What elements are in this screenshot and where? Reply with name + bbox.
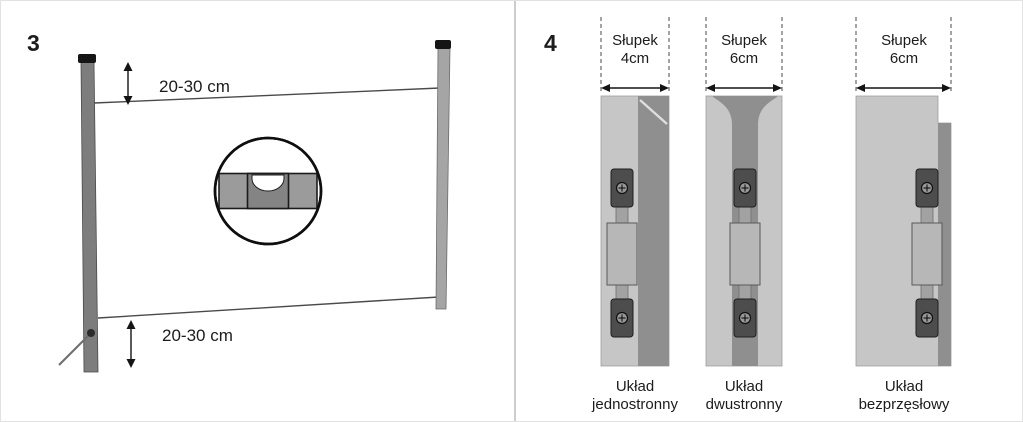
- post-width-value: 4cm: [621, 50, 649, 67]
- post-cap: [435, 40, 451, 49]
- bracket-connector: [606, 222, 638, 286]
- panel-step-3: 3 20-30 cm: [1, 1, 514, 421]
- dimension-label-bottom: 20-30 cm: [162, 326, 233, 345]
- screw-top-icon: [738, 181, 752, 195]
- post-width-label: Słupek: [612, 32, 658, 49]
- screw-top-icon: [615, 181, 629, 195]
- post-width-value: 6cm: [730, 50, 758, 67]
- string-stake: [58, 333, 91, 366]
- screw-bottom-icon: [920, 311, 934, 325]
- screw-bottom-icon: [738, 311, 752, 325]
- level-bubble: [251, 174, 285, 192]
- spirit-level-detail: [213, 136, 323, 246]
- post-body-dark: [638, 96, 669, 366]
- post-diagram-two-sided: Słupek 6cm: [705, 17, 783, 413]
- post-diagram-spanless: Słupek 6cm: [855, 17, 952, 413]
- screw-bottom-icon: [615, 311, 629, 325]
- dimension-label-top: 20-30 cm: [159, 77, 230, 96]
- caption-line2: bezprzęsłowy: [859, 396, 950, 413]
- post-width-label: Słupek: [881, 32, 927, 49]
- bracket-connector: [911, 222, 943, 286]
- post-width-label: Słupek: [721, 32, 767, 49]
- screw-top-icon: [920, 181, 934, 195]
- caption-line1: Układ: [885, 378, 923, 395]
- caption-line1: Układ: [725, 378, 763, 395]
- dimension-arrow-bottom: [126, 320, 136, 368]
- post-cap: [78, 54, 96, 63]
- mounting-bracket-assembly: [911, 168, 943, 338]
- caption-line2: jednostronny: [591, 396, 678, 413]
- mounting-bracket-assembly: [606, 168, 638, 338]
- fence-post-right: [435, 40, 451, 310]
- mounting-bracket-assembly: [729, 168, 761, 338]
- post-top-chamfer: [639, 99, 668, 125]
- step-number-3: 3: [27, 30, 40, 56]
- caption-line1: Układ: [616, 378, 654, 395]
- bracket-connector: [729, 222, 761, 286]
- fence-post-left: [58, 54, 99, 373]
- string-knot: [87, 329, 95, 337]
- width-dimension-arrow: [601, 84, 669, 92]
- dimension-arrow-top: [123, 62, 133, 105]
- post-body-dark: [938, 123, 951, 366]
- caption-line2: dwustronny: [706, 396, 783, 413]
- post-diagram-one-sided: Słupek 4cm: [591, 17, 678, 413]
- post-width-value: 6cm: [890, 50, 918, 67]
- panel-step-4: 4 Słupek 4cm: [514, 1, 1022, 421]
- step-number-4: 4: [544, 30, 557, 56]
- width-dimension-arrow: [706, 84, 782, 92]
- string-line-top: [93, 87, 441, 104]
- width-dimension-arrow: [856, 84, 951, 92]
- string-line-bottom: [97, 296, 440, 319]
